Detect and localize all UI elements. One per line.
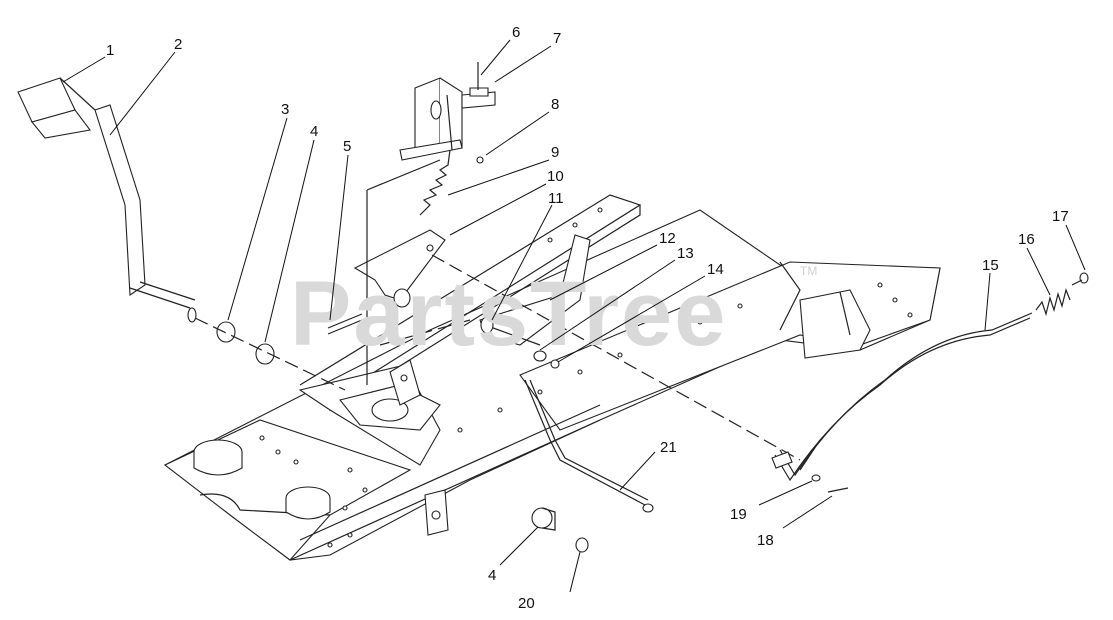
- callout-16: 16: [1018, 231, 1035, 248]
- callout-labels: 1 2 3 4 5 6 7 8 9 10 11 12 13 14 15 16 1…: [106, 24, 1069, 612]
- washer-19: [811, 474, 821, 482]
- rod-5: [327, 159, 441, 385]
- callout-5: 5: [343, 138, 351, 155]
- callout-4-upper: 4: [310, 123, 318, 140]
- callout-20: 20: [518, 595, 535, 612]
- callout-3: 3: [281, 101, 289, 118]
- upper-bracket: [399, 62, 496, 164]
- callout-19: 19: [730, 506, 747, 523]
- callout-11: 11: [548, 190, 564, 207]
- washer: [533, 350, 547, 362]
- callout-21: 21: [660, 439, 677, 456]
- pin-18: [827, 487, 849, 493]
- bolt: [550, 359, 560, 369]
- callout-9: 9: [551, 144, 559, 161]
- pedal-mount-bracket: [298, 359, 441, 466]
- brake-pedal-arm: [17, 77, 197, 323]
- cable-end: [1071, 272, 1089, 286]
- callout-17: 17: [1052, 208, 1069, 225]
- callout-12: 12: [659, 230, 676, 247]
- watermark-trademark: TM: [800, 264, 817, 278]
- clip-20: [575, 537, 589, 553]
- bushing-4-lower: [531, 507, 556, 531]
- spring: [419, 94, 453, 216]
- leader-lines: [62, 39, 1086, 593]
- callout-14: 14: [707, 261, 724, 278]
- callout-15: 15: [982, 257, 999, 274]
- link-plate: [353, 229, 446, 308]
- callout-18: 18: [757, 532, 774, 549]
- bushing-3: [216, 321, 236, 343]
- frame-holes: [259, 207, 913, 548]
- chassis-frame: [163, 194, 941, 561]
- callout-4-lower: 4: [488, 567, 496, 584]
- callout-8: 8: [551, 96, 559, 113]
- floor-bump-right: [285, 486, 331, 520]
- callout-10: 10: [547, 168, 564, 185]
- callout-13: 13: [677, 245, 694, 262]
- brake-lever: [479, 234, 591, 346]
- rod-21: [524, 379, 654, 513]
- callout-1: 1: [106, 42, 114, 59]
- callout-6: 6: [512, 24, 520, 41]
- floor-bump-left: [193, 439, 243, 476]
- cable-spring: [1035, 288, 1071, 317]
- brake-cable: [771, 312, 1033, 482]
- watermark: PartsTree: [290, 263, 727, 365]
- callout-2: 2: [174, 36, 182, 53]
- callout-7: 7: [553, 30, 561, 47]
